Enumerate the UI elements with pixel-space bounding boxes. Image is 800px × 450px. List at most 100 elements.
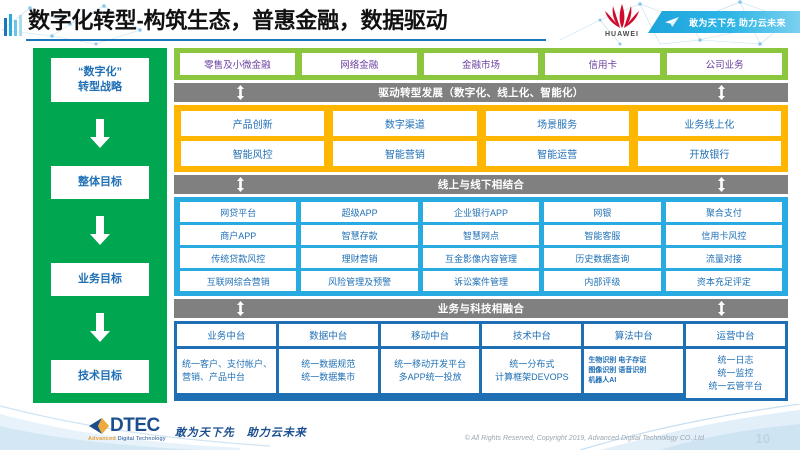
application-cell[interactable]: 历史数据查询: [544, 248, 661, 268]
application-cell[interactable]: 企业银行APP: [422, 202, 540, 222]
application-cell[interactable]: 信用卡风控: [665, 225, 783, 245]
up-down-arrow-icon: [718, 177, 725, 192]
platform-head[interactable]: 算法中台: [584, 324, 684, 346]
footer-swoosh-decoration: [0, 404, 800, 450]
platform-head[interactable]: 移动中台: [380, 324, 480, 346]
dtec-wordmark: DTEC: [110, 415, 160, 436]
down-arrow-icon-2: [90, 216, 110, 245]
huawei-slogan-text: 敢为天下先 助力云未来: [689, 17, 786, 28]
application-cell[interactable]: 超级APP: [301, 202, 418, 222]
platform-body-line: 生物识别 电子存证: [588, 357, 647, 364]
platform-body-line: 机器人AI: [588, 377, 617, 384]
up-down-arrow-icon: [237, 177, 244, 192]
transformation-band: 产品创新 数字渠道 场景服务 业务线上化 智能风控 智能营销 智能运营 开放银行: [174, 105, 788, 172]
business-line-cell[interactable]: 信用卡: [545, 53, 661, 75]
connector-bar-drive-transformation: 驱动转型发展（数字化、线上化、智能化）: [174, 83, 788, 102]
platform-body-line: 多APP统一投放: [398, 372, 462, 382]
transformation-cell[interactable]: 智能运营: [485, 141, 629, 166]
up-down-arrow-icon: [237, 301, 244, 316]
business-lines-band: 零售及小微金融 网络金融 金融市场 信用卡 公司业务: [174, 48, 788, 80]
transformation-cell[interactable]: 智能风控: [181, 141, 325, 166]
application-cell[interactable]: 传统贷款风控: [180, 248, 297, 268]
up-down-arrow-icon: [718, 301, 725, 316]
platform-column-business: 业务中台 统一客户、支付帐户、营销、产品中台: [177, 324, 276, 398]
application-cell[interactable]: 智能客服: [544, 225, 661, 245]
architecture-stack: 零售及小微金融 网络金融 金融市场 信用卡 公司业务 驱动转型发展（数字化、线上…: [174, 48, 788, 401]
transformation-cell[interactable]: 产品创新: [181, 111, 325, 136]
strategy-column: “数字化” 转型战略 整体目标 业务目标 技术目标: [33, 48, 167, 403]
page-number: 10: [755, 431, 770, 446]
platform-column-algorithm: 算法中台 生物识别 电子存证 图像识别 语音识别 机器人AI: [584, 324, 684, 398]
applications-band: 网贷平台 超级APP 企业银行APP 网银 聚合支付 商户APP 智慧存款 智慧…: [174, 197, 788, 296]
platforms-band: 业务中台 统一客户、支付帐户、营销、产品中台 数据中台 统一数据规范 统一数据集…: [174, 321, 788, 401]
platform-body: 统一数据规范 统一数据集市: [278, 349, 378, 393]
platform-body-line: 图像识别 语音识别: [588, 367, 647, 374]
platform-head[interactable]: 业务中台: [177, 324, 276, 346]
slide-header: 数字化转型-构筑生态，普惠金融，数据驱动 HUAWEI 敢为天下先 助力云未来: [0, 0, 800, 44]
application-cell[interactable]: 资本充足评定: [665, 271, 783, 291]
title-underline: [26, 39, 546, 41]
platform-body-line: 计算框架DEVOPS: [495, 372, 569, 382]
business-line-cell[interactable]: 金融市场: [423, 53, 539, 75]
huawei-flower-icon: [605, 4, 639, 28]
application-cell[interactable]: 理财营销: [301, 248, 418, 268]
dtec-slogan: 敢为天下先 助力云未来: [174, 427, 307, 439]
platform-body: 统一移动开发平台 多APP统一投放: [380, 349, 480, 393]
platform-body-line: 统一日志: [717, 355, 754, 365]
connector-bar-label: 业务与科技相融合: [437, 303, 525, 315]
platform-body-line: 统一数据集市: [301, 372, 356, 382]
applications-row: 商户APP 智慧存款 智慧网点 智能客服 信用卡风控: [180, 225, 783, 245]
transformation-cell[interactable]: 智能营销: [333, 141, 477, 166]
platform-body-line: 统一客户、支付帐户、营销、产品中台: [182, 359, 273, 382]
platform-column-technology: 技术中台 统一分布式 计算框架DEVOPS: [482, 324, 582, 398]
business-line-cell[interactable]: 网络金融: [301, 53, 417, 75]
platform-body: 统一日志 统一监控 统一云管平台: [686, 349, 785, 398]
platform-body-line: 统一分布式: [509, 359, 555, 369]
transformation-row: 智能风控 智能营销 智能运营 开放银行: [181, 141, 781, 166]
application-cell[interactable]: 网银: [544, 202, 661, 222]
copyright-text: © All Rights Reserved, Copyright 2019, A…: [464, 435, 704, 442]
dtec-mark-icon: [89, 417, 109, 434]
application-cell[interactable]: 内部评级: [544, 271, 661, 291]
dtec-logo: DTEC Advanced Digital Technology: [88, 416, 166, 442]
platform-body: 统一分布式 计算框架DEVOPS: [482, 349, 582, 393]
application-cell[interactable]: 诉讼案件管理: [422, 271, 540, 291]
up-down-arrow-icon: [718, 85, 725, 100]
strategy-item-technology-goal[interactable]: 技术目标: [51, 360, 149, 393]
application-cell[interactable]: 互联网综合营销: [180, 271, 297, 291]
application-cell[interactable]: 智慧网点: [422, 225, 540, 245]
business-line-cell[interactable]: 公司业务: [667, 53, 782, 75]
application-cell[interactable]: 风险管理及预警: [301, 271, 418, 291]
transformation-cell[interactable]: 开放银行: [637, 141, 781, 166]
platform-body-line: 统一云管平台: [708, 381, 763, 391]
business-line-cell[interactable]: 零售及小微金融: [180, 53, 295, 75]
transformation-cell[interactable]: 业务线上化: [637, 111, 781, 136]
dtec-tagline: Advanced Digital Technology: [88, 436, 166, 442]
platform-head[interactable]: 技术中台: [482, 324, 582, 346]
application-cell[interactable]: 网贷平台: [180, 202, 297, 222]
page-title: 数字化转型-构筑生态，普惠金融，数据驱动: [28, 8, 448, 33]
platform-head[interactable]: 运营中台: [686, 324, 785, 346]
application-cell[interactable]: 商户APP: [180, 225, 297, 245]
application-cell[interactable]: 互金影像内容管理: [422, 248, 540, 268]
platform-head[interactable]: 数据中台: [278, 324, 378, 346]
platform-body-line: 统一移动开发平台: [394, 359, 467, 369]
up-down-arrow-icon: [237, 85, 244, 100]
application-cell[interactable]: 聚合支付: [665, 202, 783, 222]
down-arrow-icon-3: [90, 313, 110, 342]
transformation-cell[interactable]: 数字渠道: [333, 111, 477, 136]
application-cell[interactable]: 流量对接: [665, 248, 783, 268]
connector-bar-label: 驱动转型发展（数字化、线上化、智能化）: [378, 87, 584, 99]
strategy-item-overall-goal[interactable]: 整体目标: [51, 166, 149, 199]
strategy-item-digital-transformation[interactable]: “数字化” 转型战略: [51, 58, 149, 102]
platform-column-data: 数据中台 统一数据规范 统一数据集市: [278, 324, 378, 398]
application-cell[interactable]: 智慧存款: [301, 225, 418, 245]
platform-body-line: 统一监控: [717, 368, 754, 378]
connector-bar-online-offline: 线上与线下相结合: [174, 175, 788, 194]
platform-body-line: 统一数据规范: [301, 359, 356, 369]
accent-bars-decoration: [4, 14, 28, 36]
strategy-item-business-goal[interactable]: 业务目标: [51, 263, 149, 296]
transformation-cell[interactable]: 场景服务: [485, 111, 629, 136]
dtec-tagline-rest: Digital Technology: [115, 436, 166, 442]
